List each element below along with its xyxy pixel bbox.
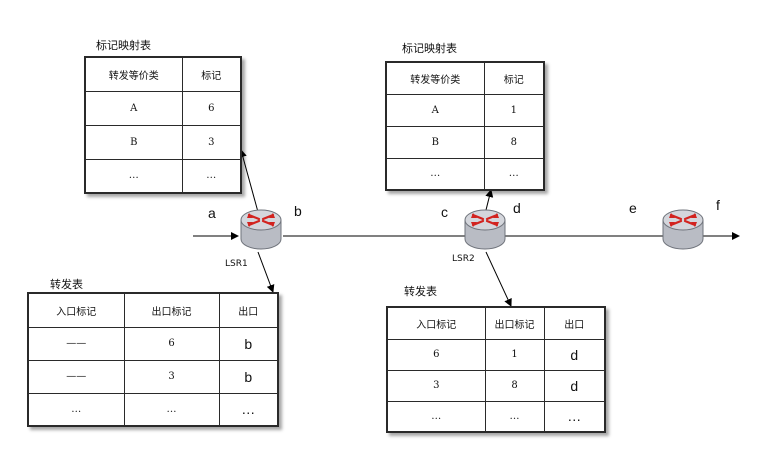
router-icon: [464, 209, 506, 250]
table-cell: 6: [386, 338, 486, 371]
table-row: … …: [385, 157, 545, 191]
table-row: B 8: [385, 125, 545, 159]
link-label-b: b: [294, 203, 302, 219]
table-cell: 3: [181, 124, 242, 160]
table-cell: b: [218, 359, 279, 394]
header-cell: 入口标记: [27, 292, 125, 328]
table-cell: …: [27, 392, 125, 427]
table-cell: 8: [483, 125, 545, 159]
table-row: B 3: [84, 124, 242, 160]
header-cell: 出口: [218, 292, 279, 328]
table-cell: 3: [123, 359, 220, 394]
table-cell: …: [123, 392, 220, 427]
table-header-row: 转发等价类 标记: [84, 56, 242, 92]
lsr2-map-caption: 标记映射表: [402, 42, 457, 55]
link-label-a: a: [208, 205, 216, 221]
header-cell: 出口标记: [484, 306, 545, 340]
table-cell: B: [385, 125, 485, 159]
table-row: … … …: [386, 400, 606, 433]
lsr2-to-map-arrow: [485, 189, 494, 211]
table-cell: 6: [123, 326, 220, 361]
table-cell: …: [84, 158, 183, 194]
table-row: A 1: [385, 93, 545, 127]
lsr1-map-caption: 标记映射表: [96, 39, 151, 52]
table-cell: …: [484, 400, 545, 433]
table-row: 3 8 d: [386, 369, 606, 402]
table-row: —— 6 b: [27, 326, 279, 361]
table-cell: …: [386, 400, 486, 433]
table-cell: …: [483, 157, 545, 191]
table-cell: d: [543, 338, 606, 371]
lsr1-label-map-table: 转发等价类 标记 A 6 B 3 … …: [84, 56, 242, 194]
table-row: … …: [84, 158, 242, 194]
link-label-e: e: [629, 200, 637, 216]
link-label-d: d: [513, 200, 521, 216]
lsr2-label-map-table: 转发等价类 标记 A 1 B 8 … …: [385, 61, 545, 191]
header-cell: 入口标记: [386, 306, 486, 340]
lsr1-forwarding-table: 入口标记 出口标记 出口 —— 6 b —— 3 b … … …: [27, 292, 279, 427]
link-label-c: c: [441, 204, 448, 220]
router-icon: [662, 209, 704, 250]
table-cell: …: [218, 392, 279, 427]
table-row: —— 3 b: [27, 359, 279, 394]
header-cell: 出口标记: [123, 292, 220, 328]
router-name-lsr2: LSR2: [452, 254, 475, 264]
table-row: A 6: [84, 90, 242, 126]
link-label-f: f: [716, 197, 720, 213]
router-name-lsr1: LSR1: [225, 259, 248, 269]
table-cell: 3: [386, 369, 486, 402]
table-cell: …: [385, 157, 485, 191]
table-cell: 1: [483, 93, 545, 127]
table-cell: 6: [181, 90, 242, 126]
table-cell: 1: [484, 338, 545, 371]
header-cell: 标记: [181, 56, 242, 92]
header-cell: 标记: [483, 61, 545, 95]
table-cell: ——: [27, 359, 125, 394]
lsr2-to-fwd-arrow: [485, 251, 512, 307]
lsr1-fwd-caption: 转发表: [50, 278, 83, 291]
header-cell: 出口: [543, 306, 606, 340]
table-cell: 8: [484, 369, 545, 402]
table-cell: A: [84, 90, 183, 126]
lsr2-fwd-caption: 转发表: [404, 285, 437, 298]
table-header-row: 入口标记 出口标记 出口: [27, 292, 279, 328]
table-cell: ——: [27, 326, 125, 361]
table-header-row: 转发等价类 标记: [385, 61, 545, 95]
header-cell: 转发等价类: [84, 56, 183, 92]
table-header-row: 入口标记 出口标记 出口: [386, 306, 606, 340]
lsr1-to-map-arrow: [238, 149, 259, 213]
table-cell: B: [84, 124, 183, 160]
table-cell: …: [181, 158, 242, 194]
table-row: … … …: [27, 392, 279, 427]
lsr2-forwarding-table: 入口标记 出口标记 出口 6 1 d 3 8 d … … …: [386, 306, 606, 433]
table-row: 6 1 d: [386, 338, 606, 371]
router-icon: [240, 209, 282, 250]
table-cell: …: [543, 400, 606, 433]
table-cell: b: [218, 326, 279, 361]
header-cell: 转发等价类: [385, 61, 485, 95]
table-cell: A: [385, 93, 485, 127]
table-cell: d: [543, 369, 606, 402]
lsr1-to-fwd-arrow: [257, 251, 275, 293]
